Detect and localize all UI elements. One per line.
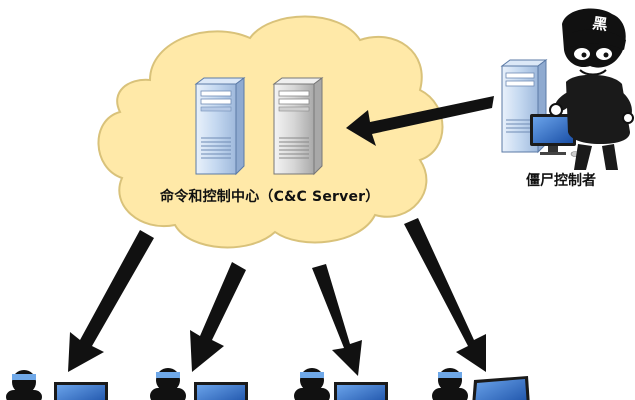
hacker-icon [549, 8, 634, 170]
monitor-icon [530, 114, 580, 157]
laptop-icon [472, 376, 530, 400]
cc-server-label: 命令和控制中心（C&C Server） [160, 189, 380, 205]
zombie-controller-label: 僵尸控制者 [526, 173, 596, 189]
laptop-icon [194, 382, 248, 400]
bot-user-icon [294, 368, 330, 400]
server-icon [272, 77, 324, 176]
bot-user-icon [6, 370, 42, 400]
cloud-icon [97, 15, 444, 249]
arrow-icon [68, 96, 494, 376]
hat-badge: 黑 [591, 14, 609, 34]
laptop-icon [334, 382, 388, 400]
bot-user-icon [150, 368, 186, 400]
bot-user-icon [432, 368, 468, 400]
server-icon [194, 77, 246, 176]
laptop-icon [54, 382, 108, 400]
